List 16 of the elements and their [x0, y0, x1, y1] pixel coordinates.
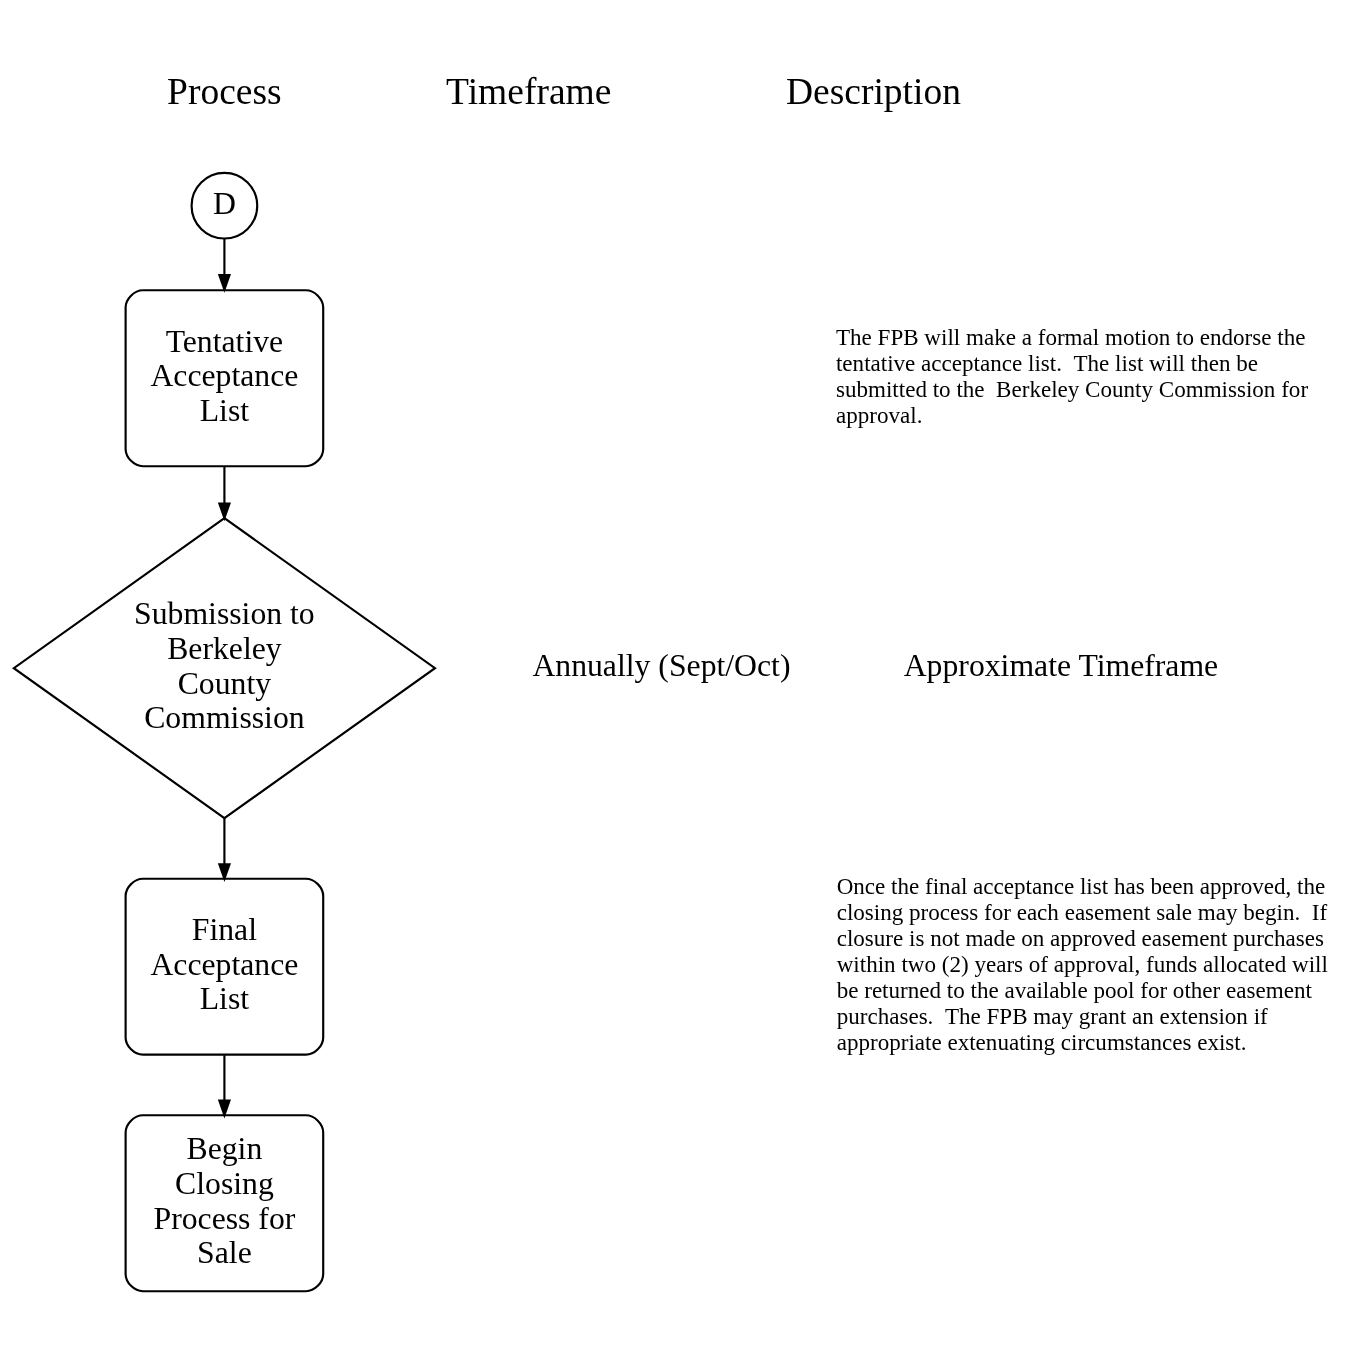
node-box: Begin Closing Process for Sale	[124, 1114, 325, 1293]
label: Timeframe	[446, 70, 612, 112]
arrow	[217, 1055, 231, 1119]
node-diamond: Submission to Berkeley County Commission	[11, 516, 437, 820]
node-circle: D	[190, 171, 259, 240]
label: The FPB will make a formal motion to endorse the tentative acceptance list. The list will then be submitted to the Berkeley County Commission for approval.	[835, 323, 1309, 428]
node-box: Tentative Acceptance List	[124, 289, 325, 468]
node-label: Annually (Sept/Oct)	[532, 648, 791, 684]
label: Description	[785, 70, 961, 112]
arrow	[217, 238, 231, 293]
node-label: Approximate Timeframe	[903, 648, 1219, 684]
label: Once the final acceptance list has been approved, the closing process for each easement sale may begin. If closure is not made on approved easement purchases within two (2) years of approval, funds allocated will be returned to the available pool for other easement purchases. The FPB may grant an extension if appropriate extenuating circumstances exist.	[836, 873, 1328, 1056]
node-box: Final Acceptance List	[124, 877, 325, 1056]
arrow	[217, 466, 231, 522]
arrow	[217, 818, 231, 882]
label: Process	[167, 70, 282, 112]
